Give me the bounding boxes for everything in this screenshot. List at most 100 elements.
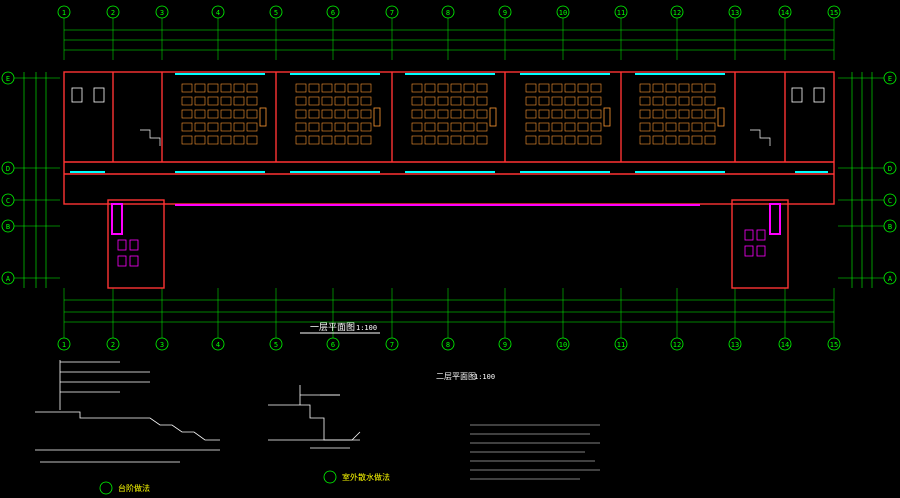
desk — [538, 135, 550, 145]
desk — [577, 122, 589, 132]
desk — [639, 109, 651, 119]
grid-label: 14 — [781, 341, 789, 349]
desk — [476, 122, 488, 132]
desk — [652, 122, 664, 132]
desk — [525, 135, 537, 145]
grid-label: D — [888, 165, 892, 173]
desk — [476, 83, 488, 93]
desk — [538, 83, 550, 93]
desk — [220, 135, 232, 145]
desk — [538, 109, 550, 119]
desk — [652, 83, 664, 93]
grid-label: 4 — [216, 341, 220, 349]
desk — [411, 109, 423, 119]
desk — [704, 135, 716, 145]
desk — [220, 122, 232, 132]
grid-label: 1 — [62, 341, 66, 349]
grid-label: 3 — [160, 341, 164, 349]
desk — [246, 96, 258, 106]
desk — [463, 109, 475, 119]
desk — [308, 135, 320, 145]
desk — [308, 96, 320, 106]
windows — [70, 73, 828, 173]
desk — [665, 83, 677, 93]
desk — [450, 96, 462, 106]
desk — [525, 122, 537, 132]
desk — [411, 135, 423, 145]
desk — [424, 109, 436, 119]
grid-label: 9 — [503, 9, 507, 17]
desk — [678, 109, 690, 119]
desk — [665, 109, 677, 119]
desk — [590, 135, 602, 145]
desk — [652, 96, 664, 106]
plan-title: 一层平面图 — [310, 322, 355, 333]
desk — [246, 109, 258, 119]
desk — [194, 122, 206, 132]
desk — [678, 96, 690, 106]
detail-steps: 台阶做法 — [35, 360, 220, 495]
desk — [639, 122, 651, 132]
desk — [538, 96, 550, 106]
grid-label: E — [888, 75, 892, 83]
desk — [437, 109, 449, 119]
desk — [476, 96, 488, 106]
desk — [233, 122, 245, 132]
podium — [259, 107, 267, 127]
grid-label: A — [6, 275, 11, 283]
desk — [334, 109, 346, 119]
desk — [360, 122, 372, 132]
desk — [704, 109, 716, 119]
desk — [233, 109, 245, 119]
desk — [233, 83, 245, 93]
grid-label: 10 — [559, 9, 567, 17]
desk — [295, 96, 307, 106]
desk — [220, 83, 232, 93]
desk — [233, 96, 245, 106]
desk — [334, 122, 346, 132]
plan-title-2: 二层平面图 — [436, 372, 476, 381]
desk — [551, 135, 563, 145]
grid-label: 12 — [673, 341, 681, 349]
grid-label: B — [6, 223, 10, 231]
desk — [577, 96, 589, 106]
toilet-fixtures — [71, 87, 825, 267]
grid-label: 13 — [731, 9, 739, 17]
grid-label: E — [6, 75, 10, 83]
desk — [207, 122, 219, 132]
desk — [424, 83, 436, 93]
desk — [334, 135, 346, 145]
desk — [194, 83, 206, 93]
grid-label: 12 — [673, 9, 681, 17]
grid-label: 6 — [331, 341, 335, 349]
desk — [564, 122, 576, 132]
desk — [551, 122, 563, 132]
desk — [652, 135, 664, 145]
desk — [639, 135, 651, 145]
desk — [590, 109, 602, 119]
grid-label: 3 — [160, 9, 164, 17]
desk — [450, 109, 462, 119]
desk — [450, 83, 462, 93]
desk — [463, 122, 475, 132]
desk — [437, 96, 449, 106]
detail1-title: 台阶做法 — [118, 483, 150, 493]
desk — [476, 109, 488, 119]
desk — [411, 96, 423, 106]
building-walls — [63, 71, 835, 289]
desk — [424, 96, 436, 106]
desk — [347, 122, 359, 132]
desk — [334, 96, 346, 106]
desk — [691, 122, 703, 132]
grid-label: 7 — [390, 9, 394, 17]
stair — [140, 129, 771, 146]
plan-scale-2: 1:100 — [474, 373, 495, 381]
desk — [577, 83, 589, 93]
grid-label: 15 — [830, 341, 838, 349]
desk — [678, 135, 690, 145]
desk — [321, 109, 333, 119]
grid-lines — [14, 18, 884, 338]
desk — [295, 122, 307, 132]
desk — [577, 135, 589, 145]
plan-title-block-2: 二层平面图 1:100 — [436, 372, 495, 381]
